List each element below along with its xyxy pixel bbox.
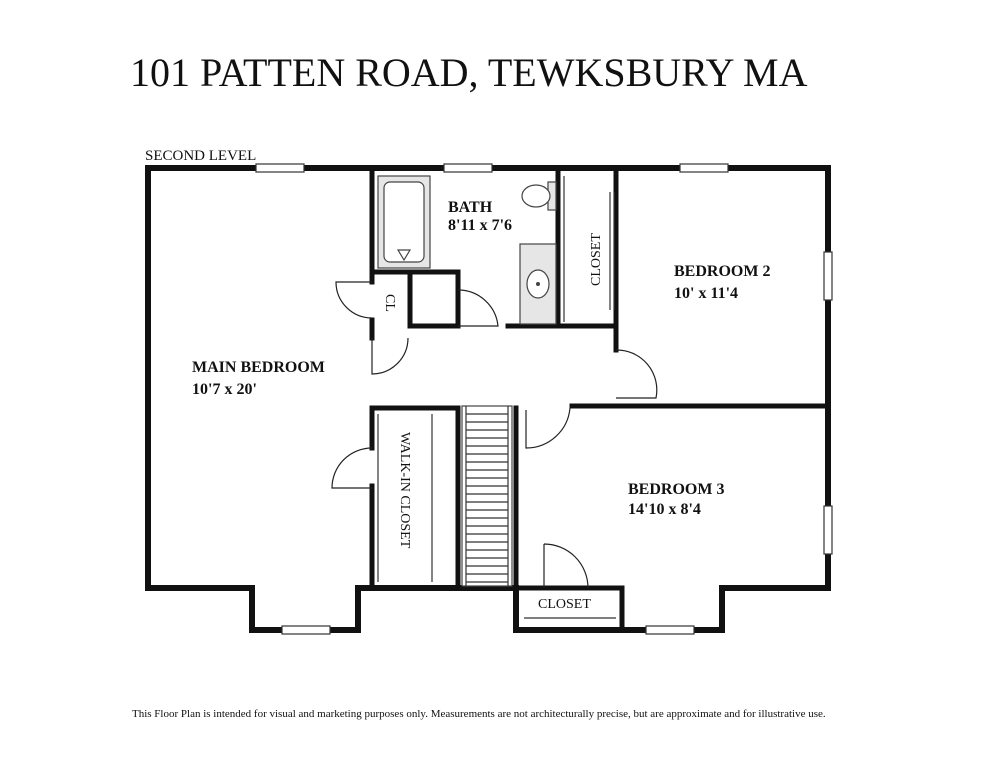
bathtub <box>377 175 431 269</box>
doors <box>331 281 658 589</box>
bedroom3-label: BEDROOM 3 <box>628 481 724 498</box>
main-bedroom-label: MAIN BEDROOM <box>192 359 325 376</box>
window-main-top <box>255 163 305 173</box>
disclaimer: This Floor Plan is intended for visual a… <box>132 708 826 720</box>
interior-walls <box>369 167 831 633</box>
window-bedroom3-right <box>823 505 833 555</box>
bath-label: BATH <box>448 199 493 216</box>
main-bedroom-dims: 10'7 x 20' <box>192 381 257 398</box>
closet-rods <box>377 176 616 619</box>
window-main-bottom <box>281 625 331 635</box>
door-walk-in-closet <box>331 447 373 489</box>
window-bedroom2-top <box>679 163 729 173</box>
closet-vertical-label: CLOSET <box>589 233 604 286</box>
bedroom2-label: BEDROOM 2 <box>674 263 770 280</box>
window-bedroom2-right <box>823 251 833 301</box>
door-cl <box>335 281 373 319</box>
room-labels: BATH 8'11 x 7'6 BEDROOM 2 10' x 11'4 MAI… <box>192 199 770 612</box>
cl-label: CL <box>382 294 397 312</box>
bath-dims: 8'11 x 7'6 <box>448 217 512 234</box>
door-bath <box>457 289 499 327</box>
door-bottom-closet <box>543 543 589 589</box>
bedroom3-dims: 14'10 x 8'4 <box>628 501 701 518</box>
sink-vanity <box>519 243 557 325</box>
window-bath-top <box>443 163 493 173</box>
windows <box>255 163 833 635</box>
level-label: SECOND LEVEL <box>145 148 256 164</box>
door-main-bedroom-upper <box>371 337 409 375</box>
door-bedroom3 <box>525 407 571 449</box>
walk-in-closet-label: WALK-IN CLOSET <box>397 432 412 549</box>
door-bedroom2 <box>615 349 658 399</box>
staircase <box>461 405 513 587</box>
window-bedroom3-bottom <box>645 625 695 635</box>
page-title: 101 PATTEN ROAD, TEWKSBURY MA <box>130 50 808 95</box>
bedroom2-dims: 10' x 11'4 <box>674 285 738 302</box>
closet-bottom-label: CLOSET <box>538 597 591 612</box>
toilet <box>521 181 557 211</box>
